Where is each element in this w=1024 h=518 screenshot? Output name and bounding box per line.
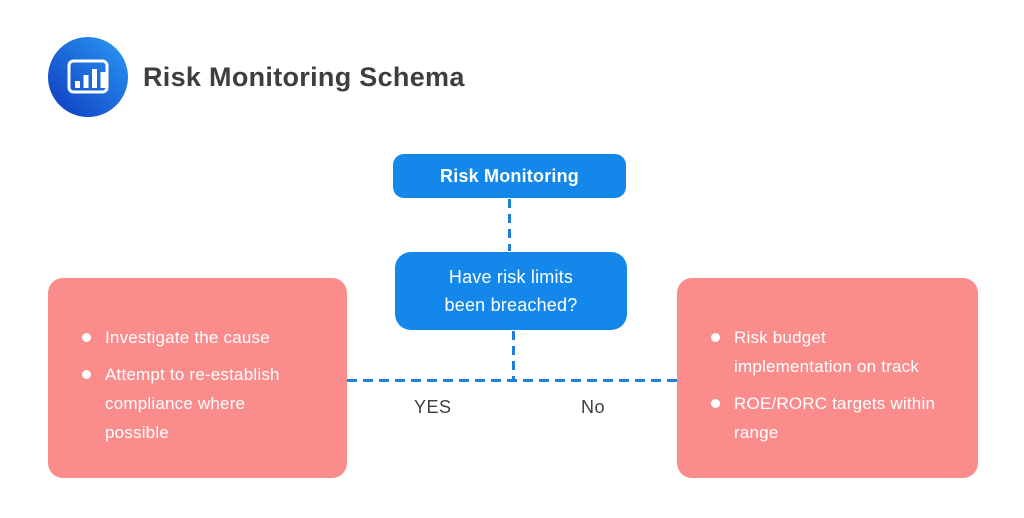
connector-decision-to-branches (512, 331, 515, 382)
header: Risk Monitoring Schema (48, 37, 465, 117)
flow-node-risk-monitoring-label: Risk Monitoring (440, 165, 579, 186)
connector-branch-line (347, 379, 677, 382)
flow-node-risk-monitoring: Risk Monitoring (393, 154, 626, 198)
bar-chart-icon (48, 37, 128, 117)
decision-label-line-2: been breached? (444, 295, 578, 315)
yes-branch-card: Investigate the cause Attempt to re-esta… (48, 278, 347, 478)
flow-node-decision: Have risk limits been breached? (395, 252, 627, 330)
bullet-icon (711, 399, 720, 408)
no-branch-card: Risk budget implementation on track ROE/… (677, 278, 978, 478)
list-item-text: ROE/RORC targets within range (734, 394, 936, 442)
connector-top-to-decision (508, 199, 511, 251)
decision-label-line-1: Have risk limits (448, 267, 574, 287)
bullet-icon (82, 333, 91, 342)
list-item-text: Risk budget implementation on track (734, 328, 920, 376)
list-item-text: Attempt to re-establish compliance where… (105, 365, 280, 442)
bullet-icon (82, 370, 91, 379)
bullet-icon (711, 333, 720, 342)
list-item-text: Investigate the cause (105, 328, 270, 347)
yes-label: YES (414, 397, 452, 417)
page-title: Risk Monitoring Schema (143, 61, 465, 92)
no-label: No (581, 397, 606, 417)
list-item: ROE/RORC targets within range (711, 389, 978, 447)
yes-branch-list: Investigate the cause Attempt to re-esta… (48, 278, 347, 447)
list-item: Investigate the cause (82, 323, 347, 352)
list-item: Attempt to re-establish compliance where… (82, 360, 347, 447)
list-item: Risk budget implementation on track (711, 323, 978, 381)
no-branch-list: Risk budget implementation on track ROE/… (677, 278, 978, 447)
